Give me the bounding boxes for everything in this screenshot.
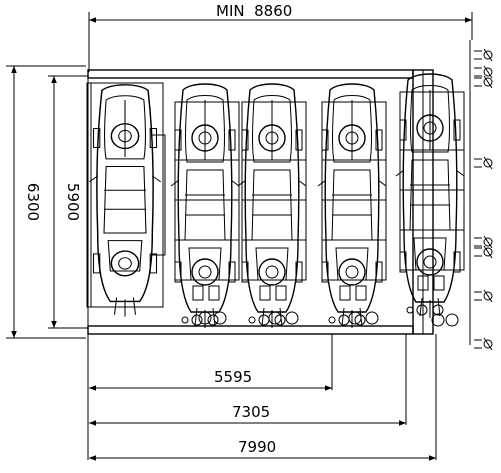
dimension-bottom-2: 7305 <box>89 403 406 426</box>
dimension-left-outer-label: 6300 <box>24 183 42 221</box>
dimension-bottom-1-label: 5595 <box>214 368 252 386</box>
car-1 <box>86 82 166 318</box>
car-2 <box>170 83 240 329</box>
steel-structure <box>87 40 471 460</box>
car-5 <box>395 73 465 319</box>
car-3 <box>237 83 307 329</box>
dimension-top: MIN 8860 <box>88 2 473 72</box>
dimension-left-inner: 5900 <box>48 75 88 329</box>
dimension-left-inner-label: 5900 <box>64 183 82 221</box>
dimension-left-outer: 6300 <box>6 65 86 339</box>
dimension-bottom-3: 7990 <box>89 438 436 461</box>
wall-anchors <box>473 48 493 351</box>
dimension-top-label: MIN 8860 <box>216 2 292 20</box>
dimension-bottom-1: 5595 <box>89 368 332 391</box>
car-4 <box>317 83 387 329</box>
dimension-bottom-2-label: 7305 <box>232 403 270 421</box>
drive-units <box>198 311 459 327</box>
dimension-bottom-3-label: 7990 <box>238 438 276 456</box>
